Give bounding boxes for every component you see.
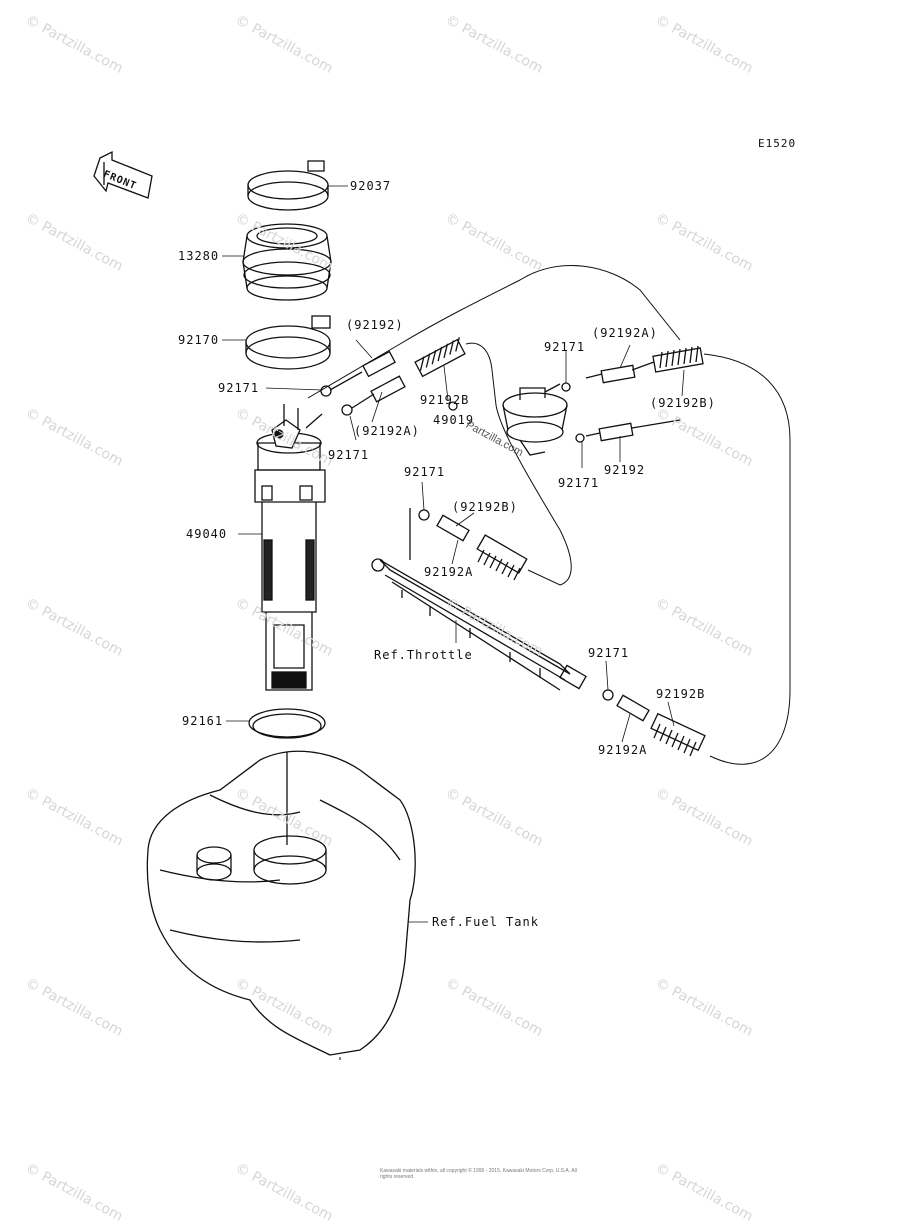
ref-throttle[interactable]: Ref.Throttle (374, 648, 473, 662)
parts-diagram (93, 150, 791, 1060)
leader-lines (222, 185, 685, 923)
pipes-throttle (418, 509, 706, 757)
part-92037[interactable]: 92037 (350, 179, 392, 193)
part-92171-a[interactable]: 92171 (218, 381, 260, 395)
oring-92161 (248, 708, 326, 845)
part-92170[interactable]: 92170 (178, 333, 220, 347)
part-92171-d[interactable]: 92171 (558, 476, 600, 490)
part-92192A-paren-a[interactable]: (92192A) (354, 424, 420, 438)
part-92192[interactable]: 92192 (604, 463, 646, 477)
part-49040[interactable]: 49040 (186, 527, 228, 541)
clamp-92037 (247, 160, 329, 211)
part-92192A-b[interactable]: 92192A (598, 743, 648, 757)
part-92192B-paren-a[interactable]: (92192B) (650, 396, 716, 410)
part-92171-c[interactable]: 92171 (544, 340, 586, 354)
boot-13280 (242, 223, 332, 301)
ref-fuel-tank[interactable]: Ref.Fuel Tank (432, 915, 539, 929)
part-92192A-a[interactable]: 92192A (424, 565, 474, 579)
part-92171-e[interactable]: 92171 (404, 465, 446, 479)
part-92192B-a[interactable]: 92192B (420, 393, 470, 407)
diagram-code: E1520 (758, 137, 797, 150)
part-92171-f[interactable]: 92171 (588, 646, 630, 660)
part-92171-b[interactable]: 92171 (328, 448, 370, 462)
copyright-notice: Kawasaki materials within, all copyright… (380, 1168, 577, 1180)
part-92161[interactable]: 92161 (182, 714, 224, 728)
fuel-rail (371, 508, 587, 691)
part-49019[interactable]: 49019 (433, 413, 475, 427)
fuel-pump-49040 (254, 404, 326, 691)
pipes-right (585, 345, 704, 442)
spring-hose-92192B-a (414, 337, 466, 378)
part-92192-paren[interactable]: (92192) (346, 318, 404, 332)
fuel-tank (146, 750, 416, 1056)
part-13280[interactable]: 13280 (178, 249, 220, 263)
part-92192A-paren-b[interactable]: (92192A) (592, 326, 658, 340)
pipes-pump (320, 350, 406, 416)
part-92192B-paren-b[interactable]: (92192B) (452, 500, 518, 514)
front-arrow-icon (93, 150, 153, 199)
hose-lines (307, 265, 791, 1060)
clamp-92170 (245, 315, 331, 370)
part-92192B-b[interactable]: 92192B (656, 687, 706, 701)
